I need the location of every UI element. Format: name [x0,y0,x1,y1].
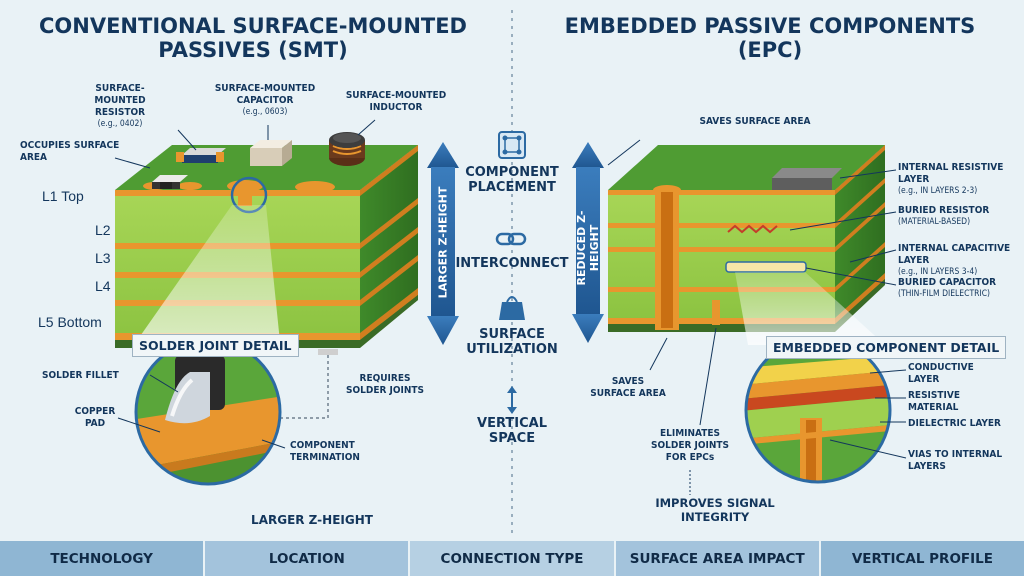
reduced-z-height-arrow [572,142,604,343]
eliminates-solder-label: ELIMINATES SOLDER JOINTS FOR EPCs [650,428,730,463]
copper-pad-label: COPPER PAD [74,406,116,429]
tab-technology: TECHNOLOGY [0,541,206,576]
tab-connection-type: CONNECTION TYPE [410,541,616,576]
smt-title: CONVENTIONAL SURFACE-MOUNTED PASSIVES (S… [38,14,467,63]
buried-resistor-label: BURIED RESISTOR (MATERIAL-BASED) [898,205,990,227]
saves-surface-top-label: SAVES SURFACE AREA [699,116,811,127]
vias-label: VIAS TO INTERNAL LAYERS [908,449,1003,472]
component-placement-label: COMPONENT PLACEMENT [465,165,559,195]
larger-z-height-arrow [427,142,459,345]
requires-solder-label: REQUIRES SOLDER JOINTS [345,373,425,396]
component-termination-label: COMPONENT TERMINATION [290,440,360,463]
layer-l2: L2 [95,222,111,238]
vertical-space-label: VERTICAL SPACE [477,416,547,446]
improves-signal-label: IMPROVES SIGNAL INTEGRITY [655,496,775,524]
resistive-material-label: RESISTIVE MATERIAL [908,390,960,413]
larger-z-height-label: LARGER Z-HEIGHT [436,186,450,299]
tab-surface-area-impact: SURFACE AREA IMPACT [615,541,821,576]
capacitor-label: SURFACE-MOUNTED CAPACITOR (e.g., 0603) [214,83,316,117]
interconnect-label: INTERCONNECT [455,256,569,271]
tab-vertical-profile: VERTICAL PROFILE [820,541,1024,576]
resistor-label: SURFACE-MOUNTED RESISTOR (e.g., 0402) [94,83,146,129]
layer-l3: L3 [95,250,111,266]
comparison-bar: TECHNOLOGY LOCATION CONNECTION TYPE SURF… [0,541,1024,576]
surface-utilization-label: SURFACE UTILIZATION [466,327,558,357]
epc-title: EMBEDDED PASSIVE COMPONENTS (EPC) [564,14,976,63]
tab-location: LOCATION [205,541,411,576]
embedded-detail-title: EMBEDDED COMPONENT DETAIL [766,336,1007,359]
layer-l4: L4 [95,278,111,294]
internal-resistive-label: INTERNAL RESISTIVE LAYER (e.g., IN LAYER… [898,162,1004,196]
saves-surface-bottom-label: SAVES SURFACE AREA [590,376,666,399]
vertical-arrow-icon [507,386,517,414]
chain-link-icon [495,232,527,246]
inductor-label: SURFACE-MOUNTED INDUCTOR [345,90,447,113]
solder-joint-detail-title: SOLDER JOINT DETAIL [132,334,299,357]
smt-pcb-block [114,119,418,419]
placement-icon [498,131,526,159]
solder-joint-detail [136,340,280,484]
internal-capacitive-label: INTERNAL CAPACITIVE LAYER (e.g., IN LAYE… [898,243,1011,277]
layer-l5: L5 Bottom [38,314,102,330]
epc-pcb-block [607,139,897,495]
layer-l1: L1 Top [42,188,84,204]
buried-capacitor-label: BURIED CAPACITOR (THIN-FILM DIELECTRIC) [898,277,997,299]
smt-footer: LARGER Z-HEIGHT [251,513,373,527]
embedded-component-detail [746,338,890,482]
reduced-z-height-label: REDUCED Z-HEIGHT [575,210,601,286]
dielectric-layer-label: DIELECTRIC LAYER [908,418,1001,429]
bag-icon [499,296,525,320]
conductive-layer-label: CONDUCTIVE LAYER [908,362,974,385]
occupies-label: OCCUPIES SURFACE AREA [20,140,120,163]
solder-fillet-label: SOLDER FILLET [42,370,119,381]
